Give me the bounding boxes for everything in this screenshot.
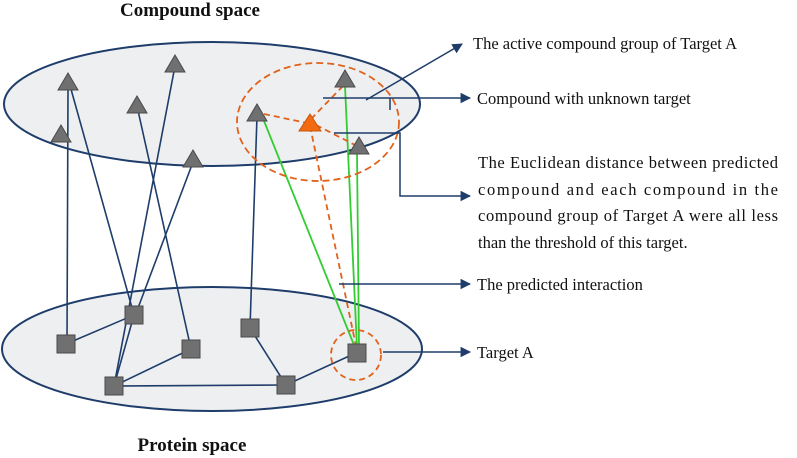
compound-node (182, 149, 204, 168)
predicted-interaction-edges (261, 85, 360, 351)
unknown-compound-pointer (323, 92, 472, 110)
protein-node (56, 334, 76, 354)
distance-line (263, 113, 308, 124)
protein-nodes (56, 305, 367, 396)
annotation-euclidean: The Euclidean distance between predicted… (478, 153, 779, 252)
svg-text:compound and each compound in: compound and each compound in the (478, 180, 778, 199)
compound-node (348, 136, 370, 155)
protein-node (240, 318, 260, 338)
protein-node (104, 376, 124, 396)
compound-group-circle (236, 62, 400, 182)
target-a-circle (330, 329, 382, 381)
annotation-target-a: Target A (477, 343, 534, 362)
annotation-connectors (323, 43, 472, 358)
edge (68, 81, 135, 316)
euclidean-pointer (334, 132, 472, 202)
distance-dashed-lines (263, 85, 358, 347)
svg-text:compound group of Target A wer: compound group of Target A were all less (478, 206, 778, 225)
edge (134, 161, 194, 317)
protein-space-title: Protein space (138, 435, 247, 456)
target-a-node (347, 343, 367, 363)
protein-node (124, 305, 144, 325)
predicted-interaction-line (309, 125, 357, 347)
compound-node (126, 95, 148, 114)
compound-node (50, 124, 72, 143)
edge (249, 115, 258, 329)
compound-node (57, 72, 79, 91)
predicted-edge (261, 115, 357, 351)
distance-line (310, 85, 344, 120)
edge (113, 65, 176, 387)
compound-space-title: Compound space (120, 0, 260, 21)
edge (66, 89, 69, 345)
distance-line (313, 123, 358, 147)
compound-space-plane (3, 41, 421, 167)
predicted-edge (344, 85, 358, 349)
unknown-target-compound (298, 113, 322, 132)
svg-text:than the threshold of this ta: than the threshold of this target. (478, 233, 688, 252)
edge (113, 314, 135, 387)
compound-node (246, 103, 268, 122)
annotation-predicted-interaction: The predicted interaction (477, 275, 643, 294)
compound-node (334, 69, 356, 88)
edge (113, 348, 192, 387)
predicted-edge (356, 151, 360, 349)
annotation-active-group: The active compound group of Target A (473, 34, 737, 53)
annotation-unknown-compound: Compound with unknown target (477, 89, 691, 108)
compound-nodes (50, 54, 370, 168)
edge (65, 314, 135, 345)
edge (113, 384, 287, 387)
protein-network-edges (65, 314, 359, 387)
protein-node (181, 339, 201, 359)
active-group-pointer (365, 43, 463, 101)
protein-node (276, 375, 296, 395)
edge (285, 351, 359, 386)
edge (136, 105, 192, 350)
svg-text:The Euclidean distance between: The Euclidean distance between predicted (478, 153, 779, 172)
compound-node (164, 54, 186, 73)
cross-plane-edges (66, 65, 258, 387)
